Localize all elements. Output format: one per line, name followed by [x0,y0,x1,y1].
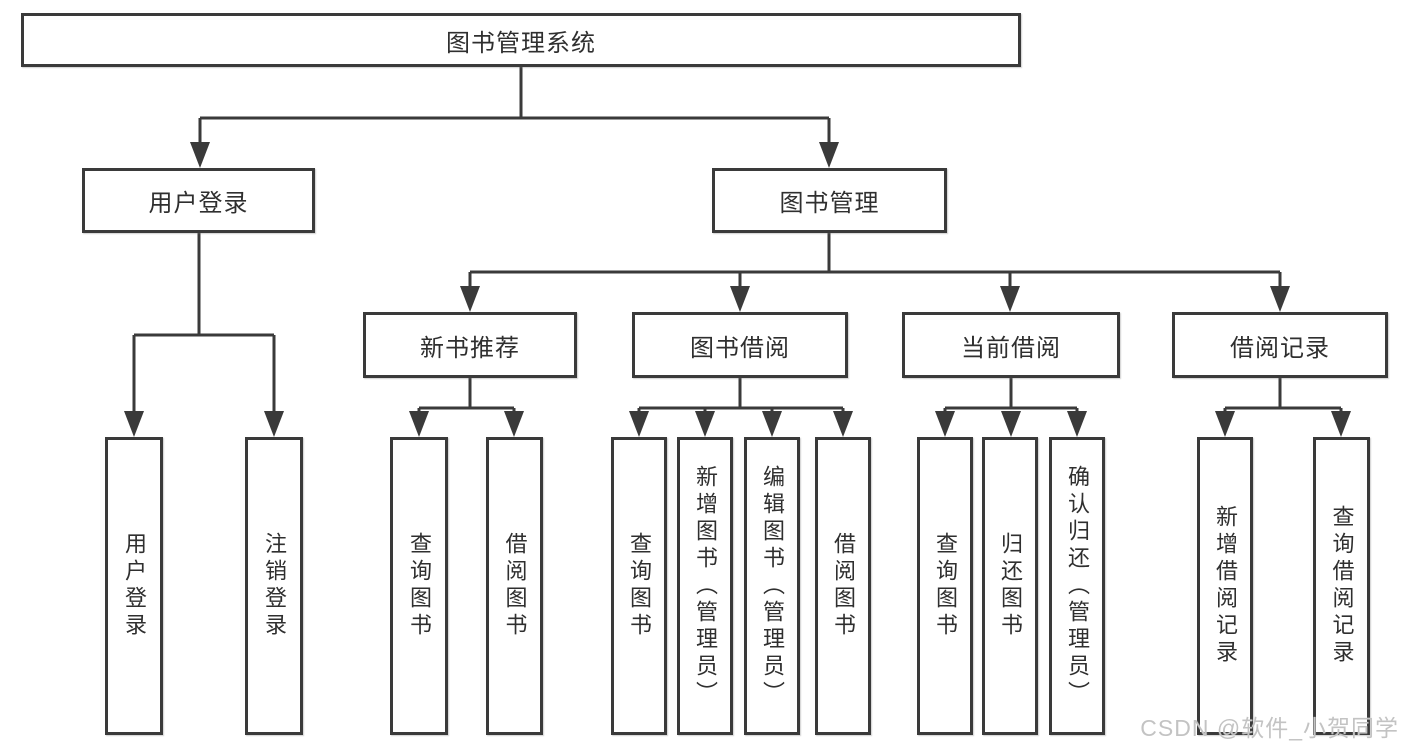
node-book-management: 图书管理 [712,168,947,233]
node-label: 新书推荐 [420,334,520,362]
node-label: 图书管理 [779,190,880,217]
leaf-confirm-return-admin: 确认归还（管理员） [1049,437,1105,735]
node-label: 新增借阅记录 [1213,505,1238,667]
leaf-query-books-borrow: 查询图书 [611,437,667,735]
node-label: 借阅图书 [831,532,856,640]
node-label: 查询借阅记录 [1329,505,1355,667]
csdn-watermark: CSDN @软件_小贺同学 [1140,715,1399,741]
node-label: 借阅记录 [1230,334,1330,362]
node-new-book-recommend: 新书推荐 [363,312,577,378]
leaf-return-book: 归还图书 [982,437,1038,735]
node-book-borrow: 图书借阅 [632,312,848,378]
node-label: 查询图书 [627,532,652,640]
node-label: 查询图书 [933,532,958,640]
node-label: 注销登录 [262,532,287,640]
node-label: 当前借阅 [961,334,1061,362]
leaf-borrow-books: 借阅图书 [815,437,871,735]
leaf-add-borrow-record: 新增借阅记录 [1197,437,1253,735]
leaf-user-login: 用户登录 [105,437,163,735]
node-label: 借阅图书 [502,532,528,640]
node-label: 查询图书 [407,532,432,640]
leaf-borrow-books-recommend: 借阅图书 [486,437,543,735]
leaf-query-books-current: 查询图书 [917,437,973,735]
node-label: 编辑图书（管理员） [760,464,785,708]
leaf-add-book-admin: 新增图书（管理员） [677,437,733,735]
node-user-login: 用户登录 [82,168,315,233]
node-label: 用户登录 [122,532,147,640]
node-label: 确认归还（管理员） [1065,464,1090,708]
node-current-borrow: 当前借阅 [902,312,1120,378]
leaf-query-books-recommend: 查询图书 [390,437,448,735]
node-library-system-root: 图书管理系统 [21,13,1021,67]
node-label: 用户登录 [148,190,249,217]
leaf-edit-book-admin: 编辑图书（管理员） [744,437,800,735]
leaf-logout: 注销登录 [245,437,303,735]
node-borrow-records: 借阅记录 [1172,312,1388,378]
node-label: 新增图书（管理员） [693,464,718,708]
node-label: 归还图书 [998,532,1023,640]
node-label: 图书借阅 [690,334,790,362]
node-label: 图书管理系统 [446,29,596,57]
leaf-query-borrow-record: 查询借阅记录 [1313,437,1370,735]
